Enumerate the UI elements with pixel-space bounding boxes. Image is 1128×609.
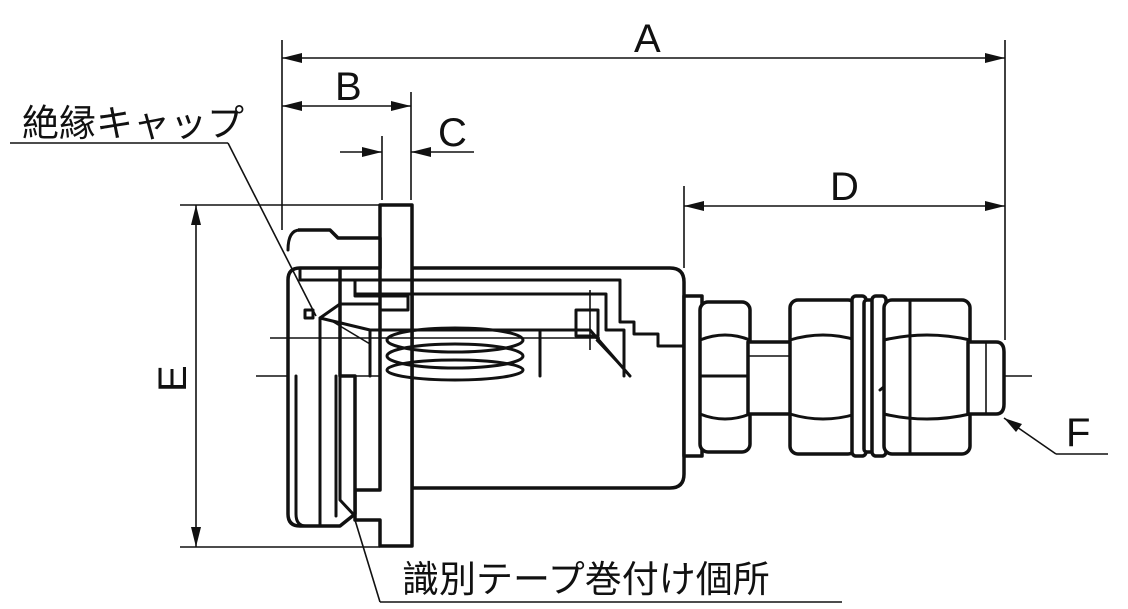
dimension-c-label: C — [438, 111, 467, 155]
tape-location-label: 識別テープ巻付け個所 — [402, 558, 770, 601]
cap-lower-notch — [338, 374, 357, 518]
dimension-b-label: B — [335, 65, 362, 109]
dimension-d-label: D — [830, 165, 859, 209]
dimension-d — [683, 186, 1005, 268]
dimension-c — [340, 136, 474, 200]
dimension-a-label: A — [634, 17, 661, 61]
inner-guide — [329, 319, 631, 377]
dimension-b — [282, 92, 412, 200]
hex-nut-3 — [882, 298, 972, 456]
flange-plate — [353, 203, 414, 548]
inner-wall — [353, 278, 686, 348]
dimension-e — [180, 204, 380, 548]
dimension-e-label: E — [151, 365, 195, 392]
insulation-cap-body — [286, 228, 382, 528]
neck — [682, 294, 704, 458]
tiny-detail — [303, 308, 315, 320]
shaft-1 — [746, 340, 794, 416]
inner-step — [353, 292, 626, 378]
insulation-cap-leader — [10, 142, 317, 317]
pin-square — [574, 308, 600, 338]
main-housing — [410, 266, 686, 490]
spring — [385, 326, 525, 382]
inner-cavity-outer — [298, 266, 410, 378]
insulation-cap-top — [286, 228, 382, 252]
hex-nut-1 — [698, 300, 752, 454]
dimension-f-leader — [1003, 417, 1108, 455]
tape-location-leader — [354, 519, 842, 603]
hex-nut-2 — [788, 298, 858, 456]
dimension-f-label: F — [1066, 411, 1090, 455]
insulation-cap-label: 絶縁キャップ — [22, 102, 244, 145]
cap-lower-edge — [294, 374, 308, 528]
dimension-a — [281, 40, 1006, 340]
